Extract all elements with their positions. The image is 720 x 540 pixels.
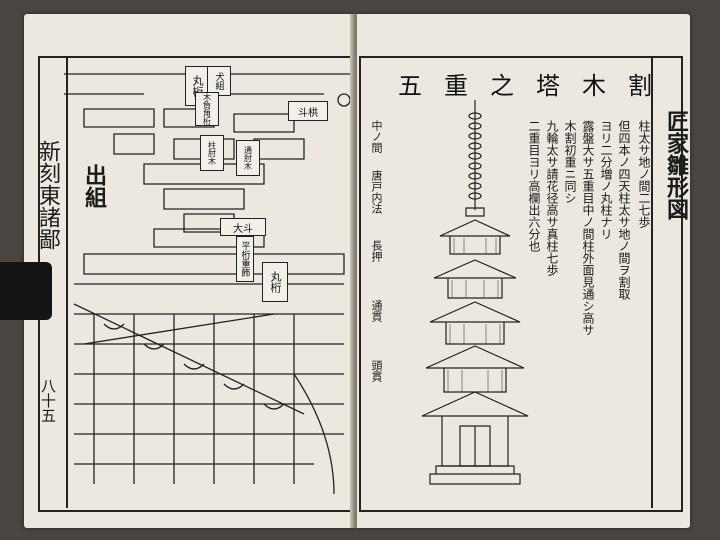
binder-clip: [0, 262, 52, 320]
page-title: 五重之塔木割: [398, 72, 674, 100]
side-note-2: 唐戸内法: [370, 170, 383, 214]
book-gutter: [350, 14, 360, 528]
label-maruketa-mid: 丸桁: [262, 262, 288, 302]
page-number: 八十五: [39, 378, 57, 423]
right-side-title: 匠家雛形図: [663, 110, 689, 220]
note-3: ヨリ二分増ノ丸柱ナリ: [599, 120, 613, 240]
label-daito: 大斗: [220, 218, 266, 236]
note-2: 但四本ノ四天柱太サ地ノ間ヲ割取: [617, 120, 631, 300]
left-side-title: 新刻東諸鄙: [35, 140, 60, 250]
side-note-3: 長押: [370, 240, 383, 262]
label-kikane: 木負角桁: [195, 92, 219, 126]
label-hashirashi: 柱肘木: [200, 135, 224, 171]
right-frame: [359, 56, 683, 512]
note-7: 二重目ヨリ高欄出六分也: [527, 120, 541, 252]
pagoda-drawing: [421, 100, 529, 485]
note-4: 露盤大サ五重目中ノ間柱外面見通シ高サ: [581, 120, 595, 336]
label-toohijiki: 通肘木: [236, 140, 260, 176]
right-margin-column: [651, 56, 681, 508]
right-page: [357, 14, 690, 528]
note-1: 柱太サ地ノ間二七歩: [637, 120, 651, 228]
side-note-1: 中ノ間: [370, 120, 383, 153]
left-margin-column: [38, 56, 68, 508]
label-tokyo: 斗栱: [288, 101, 328, 121]
diagram-title: 出組: [81, 164, 107, 208]
note-5: 木割初重ニ同シ: [563, 120, 577, 204]
side-note-5: 頭貫: [370, 360, 383, 382]
side-note-4: 通貫: [370, 300, 383, 322]
note-6: 九輪太サ請花径高サ真柱七歩: [545, 120, 559, 276]
label-hirasuigeta: 平桁重飾: [236, 236, 254, 282]
label-inugumi: 犬組: [207, 66, 231, 96]
